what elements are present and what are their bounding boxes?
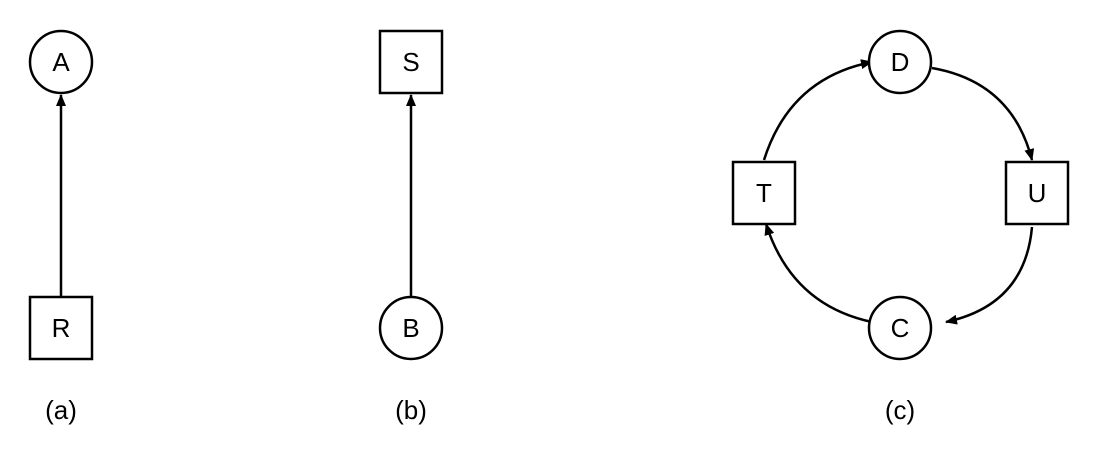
- caption-b: (b): [395, 395, 427, 425]
- node-s-shape: [378, 29, 444, 95]
- node-r: R: [28, 295, 94, 361]
- node-u-label: U: [1028, 178, 1047, 208]
- node-t-label: T: [756, 178, 772, 208]
- node-c: C: [867, 295, 933, 361]
- node-c-label: C: [891, 313, 910, 343]
- node-d: D: [867, 29, 933, 95]
- panel-a: A R (a): [28, 29, 94, 425]
- node-b-shape: [378, 295, 444, 361]
- caption-a: (a): [45, 395, 77, 425]
- caption-c: (c): [885, 395, 915, 425]
- node-b-label: B: [402, 313, 419, 343]
- node-d-shape: [867, 29, 933, 95]
- node-r-shape: [28, 295, 94, 361]
- node-c-shape: [867, 295, 933, 361]
- panel-b: S B (b): [378, 29, 444, 425]
- node-d-label: D: [891, 47, 910, 77]
- node-u: U: [1004, 160, 1070, 226]
- node-s-label: S: [402, 47, 419, 77]
- edge-d-to-u: [931, 66, 1035, 161]
- node-u-shape: [1004, 160, 1070, 226]
- node-s: S: [378, 29, 444, 95]
- node-r-label: R: [52, 313, 71, 343]
- edge-c-to-t: [764, 223, 873, 324]
- panel-c: D U C T (c): [731, 29, 1070, 425]
- node-t: T: [731, 160, 797, 226]
- node-a-label: A: [52, 47, 70, 77]
- node-a: A: [28, 29, 94, 95]
- node-t-shape: [731, 160, 797, 226]
- edge-t-to-d: [762, 59, 873, 161]
- node-b: B: [378, 295, 444, 361]
- node-a-shape: [28, 29, 94, 95]
- edge-u-to-c: [945, 226, 1034, 325]
